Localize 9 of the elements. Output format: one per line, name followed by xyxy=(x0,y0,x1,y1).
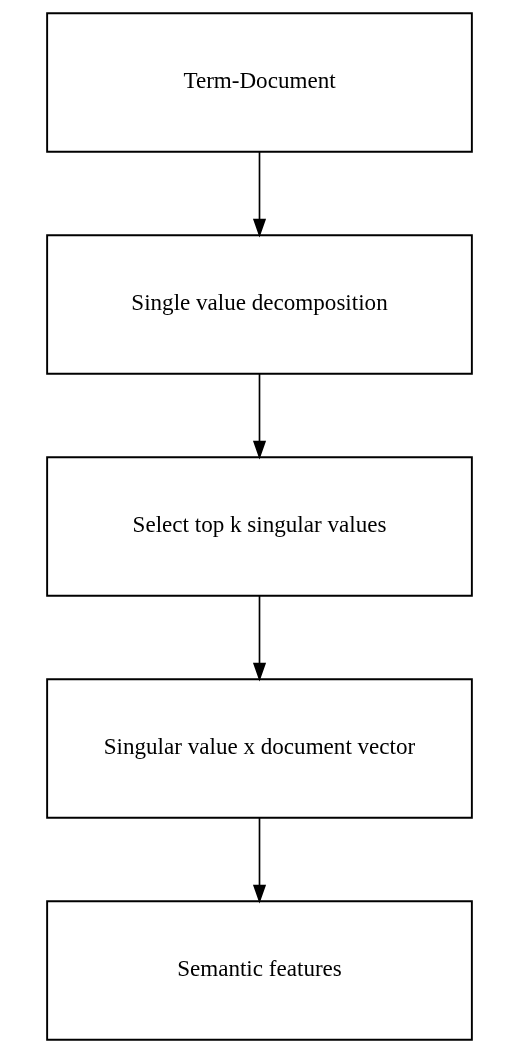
arrow xyxy=(252,595,266,682)
arrow xyxy=(252,373,266,460)
node-box: Select top k singular values xyxy=(45,456,473,597)
arrow xyxy=(252,817,266,904)
node-box: Term-Document xyxy=(45,12,473,153)
node-box: Singular value x document vector xyxy=(45,678,473,819)
node-box: Semantic features xyxy=(45,900,473,1041)
node-box: Single value decomposition xyxy=(45,234,473,375)
arrow xyxy=(252,151,266,238)
